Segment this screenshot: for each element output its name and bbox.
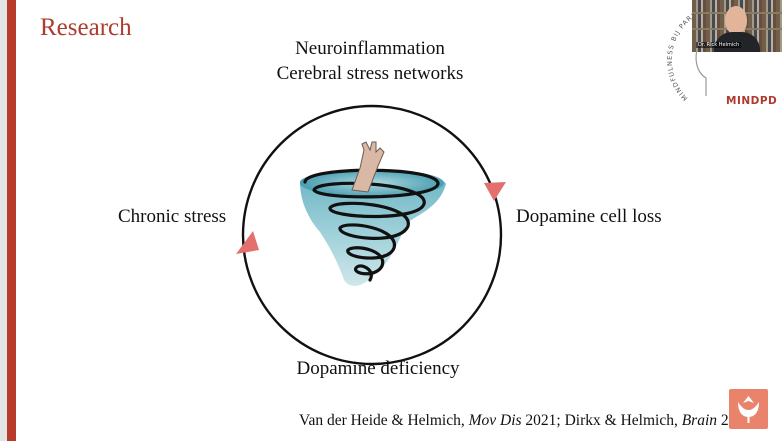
cycle-circle	[241, 104, 503, 366]
arrowhead-right	[484, 182, 506, 201]
arrowhead-left	[236, 231, 259, 254]
tulip-icon	[738, 396, 759, 423]
speaker-name-tag: Dr. Rick Helmich	[696, 42, 742, 48]
citation: Van der Heide & Helmich, Mov Dis 2021; D…	[299, 412, 752, 429]
tulip-badge	[729, 389, 768, 429]
journal-mov-dis: Mov Dis	[468, 412, 522, 429]
raised-hand	[351, 141, 385, 193]
slide-accent-bar	[7, 0, 16, 441]
dopamine-cell-loss-label: Dopamine cell loss	[516, 206, 662, 227]
top-cause-label: Neuroinflammation Cerebral stress networ…	[250, 36, 490, 86]
journal-brain: Brain	[681, 412, 718, 429]
stress-networks-text: Cerebral stress networks	[276, 63, 464, 84]
slide-title: Research	[40, 14, 132, 41]
whirlpool-spiral	[303, 168, 440, 282]
neuroinflammation-text: Neuroinflammation	[295, 38, 445, 59]
dopamine-deficiency-label: Dopamine deficiency	[296, 358, 460, 379]
chronic-stress-label: Chronic stress	[118, 206, 227, 227]
mindpd-logo-text: MINDPD	[726, 95, 778, 107]
speaker-head	[725, 6, 747, 34]
webcam-video-tile[interactable]: Dr. Rick Helmich	[692, 0, 782, 52]
